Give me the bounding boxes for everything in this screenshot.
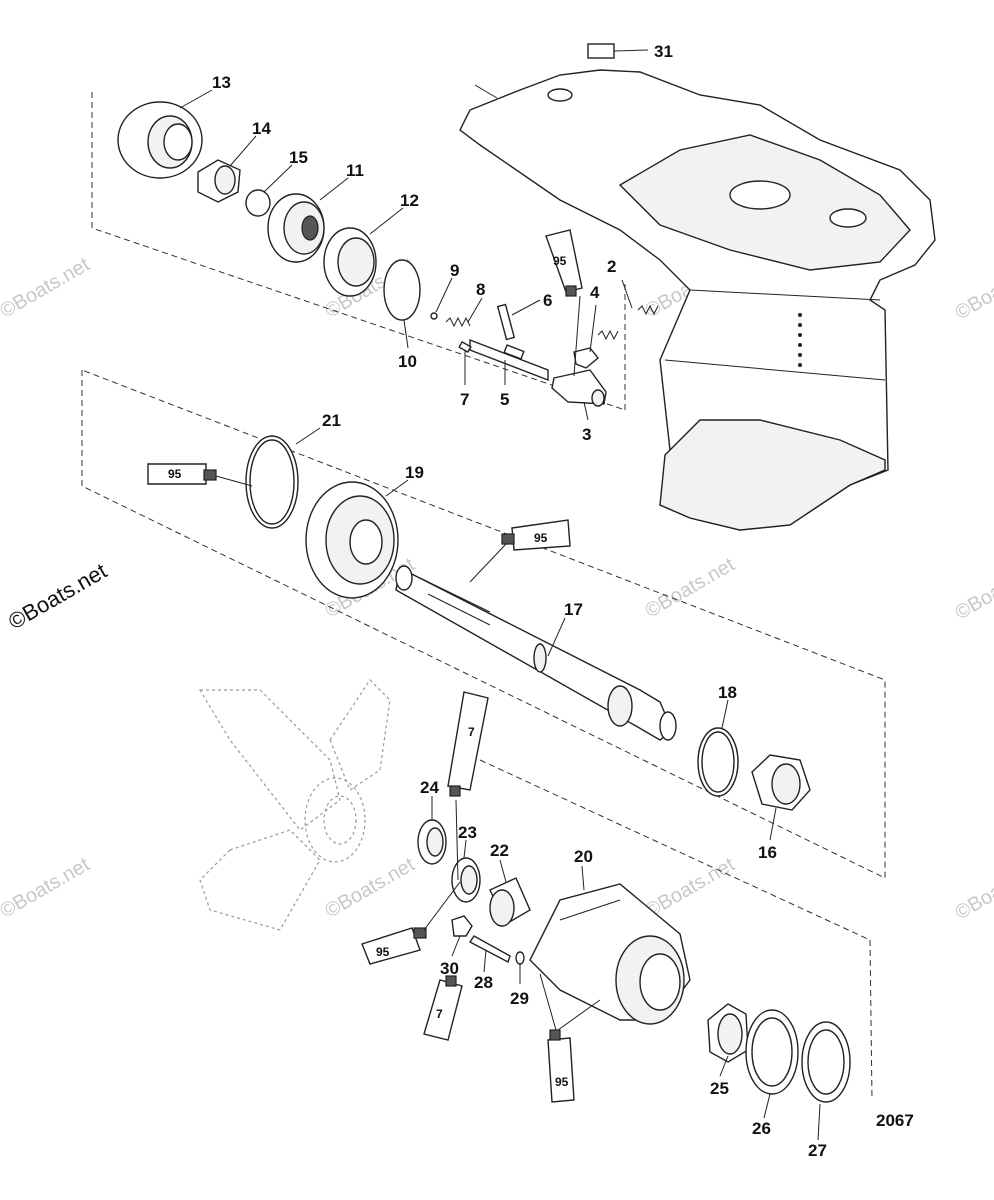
callout-15: 15 (289, 148, 308, 167)
svg-text:95: 95 (553, 254, 567, 268)
callout-27: 27 (808, 1141, 827, 1160)
part-29 (515, 951, 525, 965)
callout-9: 9 (450, 261, 459, 280)
callout-29: 29 (510, 989, 529, 1008)
tube-95-lower-left: 95 (361, 927, 427, 965)
watermark: ©Boats.net (952, 255, 994, 324)
watermark: ©Boats.net (952, 555, 994, 624)
spring-4 (597, 329, 619, 341)
part-28 (468, 935, 511, 964)
callout-4: 4 (590, 283, 600, 302)
part-11 (267, 193, 325, 263)
callout-16: 16 (758, 843, 777, 862)
part-13 (117, 101, 203, 179)
tube-95-upper: 95 (545, 229, 583, 297)
part-25 (707, 1003, 749, 1063)
tube-95-left: 95 (147, 463, 217, 485)
part-19 (305, 481, 399, 599)
callout-13: 13 (212, 73, 231, 92)
leader-lines (179, 89, 821, 1141)
tube-7-upper: 7 (447, 691, 489, 797)
part-17 (395, 565, 677, 741)
svg-text:7: 7 (436, 1007, 443, 1021)
part-22 (489, 877, 531, 927)
watermark: ©Boats.net (642, 553, 739, 622)
propeller-ghost (198, 679, 391, 931)
tube-7-lower: 7 (423, 975, 463, 1041)
callout-12: 12 (400, 191, 419, 210)
callout-25: 25 (710, 1079, 729, 1098)
part-7 (458, 340, 472, 354)
callout-21: 21 (322, 411, 341, 430)
callout-23: 23 (458, 823, 477, 842)
decal-31 (587, 43, 615, 59)
part-10 (383, 259, 421, 321)
callout-28: 28 (474, 973, 493, 992)
callout-6: 6 (543, 291, 552, 310)
part-20 (529, 883, 691, 1025)
callout-10: 10 (398, 352, 417, 371)
callout-24: 24 (420, 778, 439, 797)
assembly-boundaries (81, 92, 886, 1101)
part-9 (430, 312, 438, 320)
gearcase-housing (459, 69, 936, 531)
callout-31: 31 (654, 42, 673, 61)
part-5 (469, 338, 549, 382)
watermark-main: ©Boats.net (4, 558, 111, 634)
watermark: ©Boats.net (322, 853, 419, 922)
part-8 (445, 316, 471, 328)
tube-95-lower-right: 95 (547, 1029, 575, 1103)
callout-7: 7 (460, 390, 469, 409)
svg-text:95: 95 (168, 467, 182, 481)
callout-22: 22 (490, 841, 509, 860)
svg-text:95: 95 (376, 945, 390, 959)
tube-95-middle: 95 (501, 519, 571, 551)
callout-11: 11 (346, 161, 364, 180)
diagram-number: 2067 (876, 1111, 914, 1130)
watermark: ©Boats.net (642, 853, 739, 922)
part-16 (751, 754, 811, 811)
svg-text:95: 95 (555, 1075, 569, 1089)
part-4 (573, 347, 599, 369)
svg-text:7: 7 (468, 725, 475, 739)
callout-8: 8 (476, 280, 485, 299)
callout-2: 2 (607, 257, 616, 276)
part-6 (496, 303, 516, 341)
watermark: ©Boats.net (0, 253, 94, 322)
watermark: ©Boats.net (952, 855, 994, 924)
svg-text:95: 95 (534, 531, 548, 545)
callout-30: 30 (440, 959, 459, 978)
watermark: ©Boats.net (0, 853, 94, 922)
callout-17: 17 (564, 600, 583, 619)
callout-5: 5 (500, 390, 509, 409)
callout-26: 26 (752, 1119, 771, 1138)
callout-14: 14 (252, 119, 271, 138)
part-14 (197, 159, 241, 203)
part-15 (245, 189, 271, 217)
part-12 (323, 227, 377, 297)
part-2 (637, 304, 659, 316)
callout-18: 18 (718, 683, 737, 702)
part-30 (451, 915, 473, 937)
part-3 (551, 369, 607, 407)
callout-labels: 2 3 4 5 6 7 8 9 10 11 12 13 14 15 16 17 … (212, 42, 914, 1160)
callout-3: 3 (582, 425, 591, 444)
callout-19: 19 (405, 463, 424, 482)
callout-20: 20 (574, 847, 593, 866)
